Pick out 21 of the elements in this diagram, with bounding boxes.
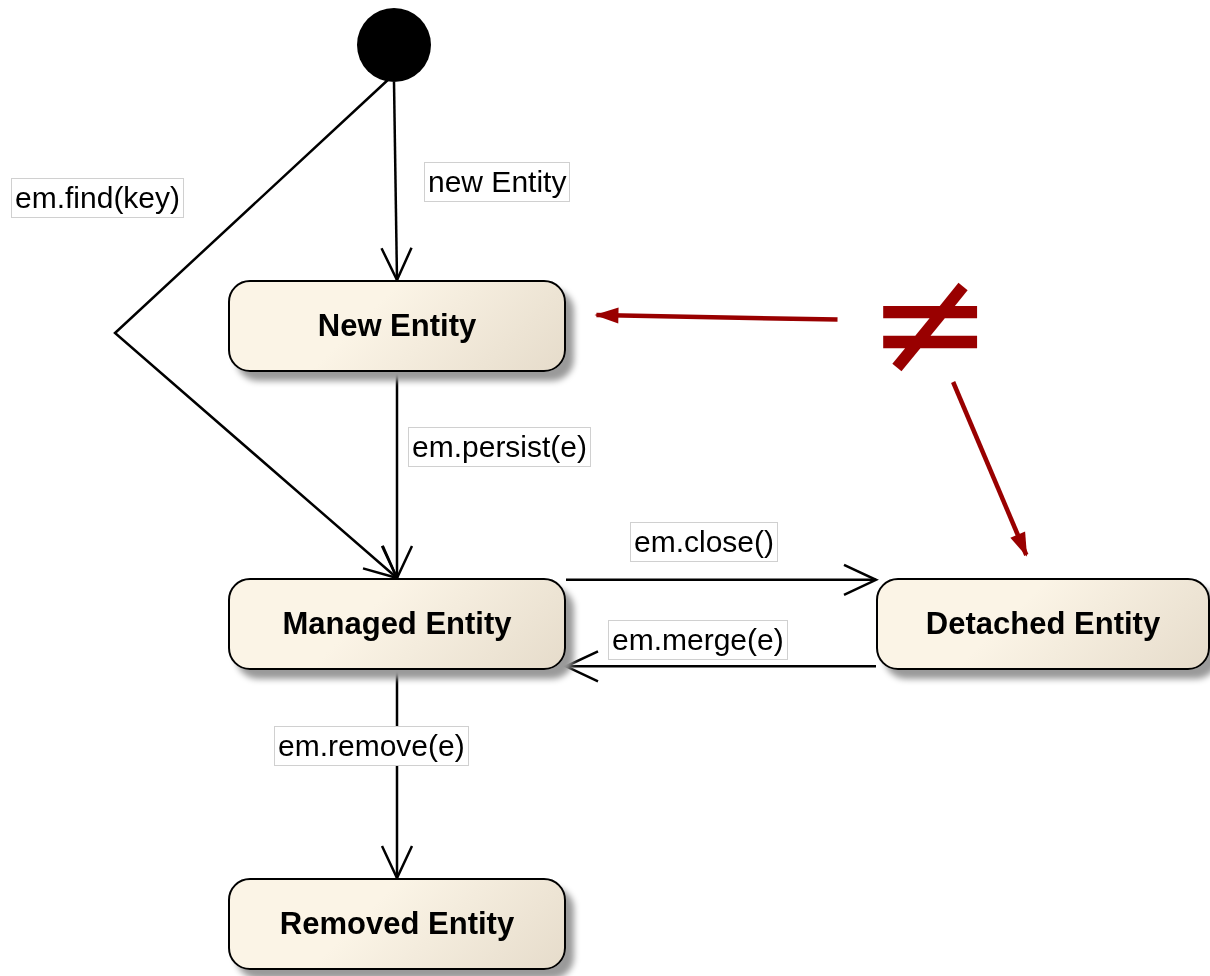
edge-label: em.find(key) — [11, 178, 185, 218]
arrow — [594, 307, 838, 324]
edge-label: new Entity — [424, 162, 571, 202]
state-name: Detached Entity — [925, 606, 1161, 642]
state-name: New Entity — [317, 308, 477, 344]
state-name: Managed Entity — [282, 606, 512, 642]
state-name: Removed Entity — [279, 906, 515, 942]
edge-label: em.persist(e) — [408, 427, 592, 467]
arrow — [566, 563, 878, 597]
edge-label: em.remove(e) — [274, 726, 469, 766]
arrow — [564, 650, 876, 683]
arrow — [951, 381, 1029, 557]
state-box — [228, 878, 566, 970]
not-equal-sign: ≠ — [867, 247, 993, 397]
state-box — [228, 280, 566, 372]
edge-label: em.merge(e) — [608, 620, 788, 660]
state-box — [228, 578, 566, 670]
arrow — [380, 372, 414, 580]
arrow — [380, 82, 413, 282]
edge-label: em.close() — [630, 522, 779, 562]
state-box — [876, 578, 1210, 670]
